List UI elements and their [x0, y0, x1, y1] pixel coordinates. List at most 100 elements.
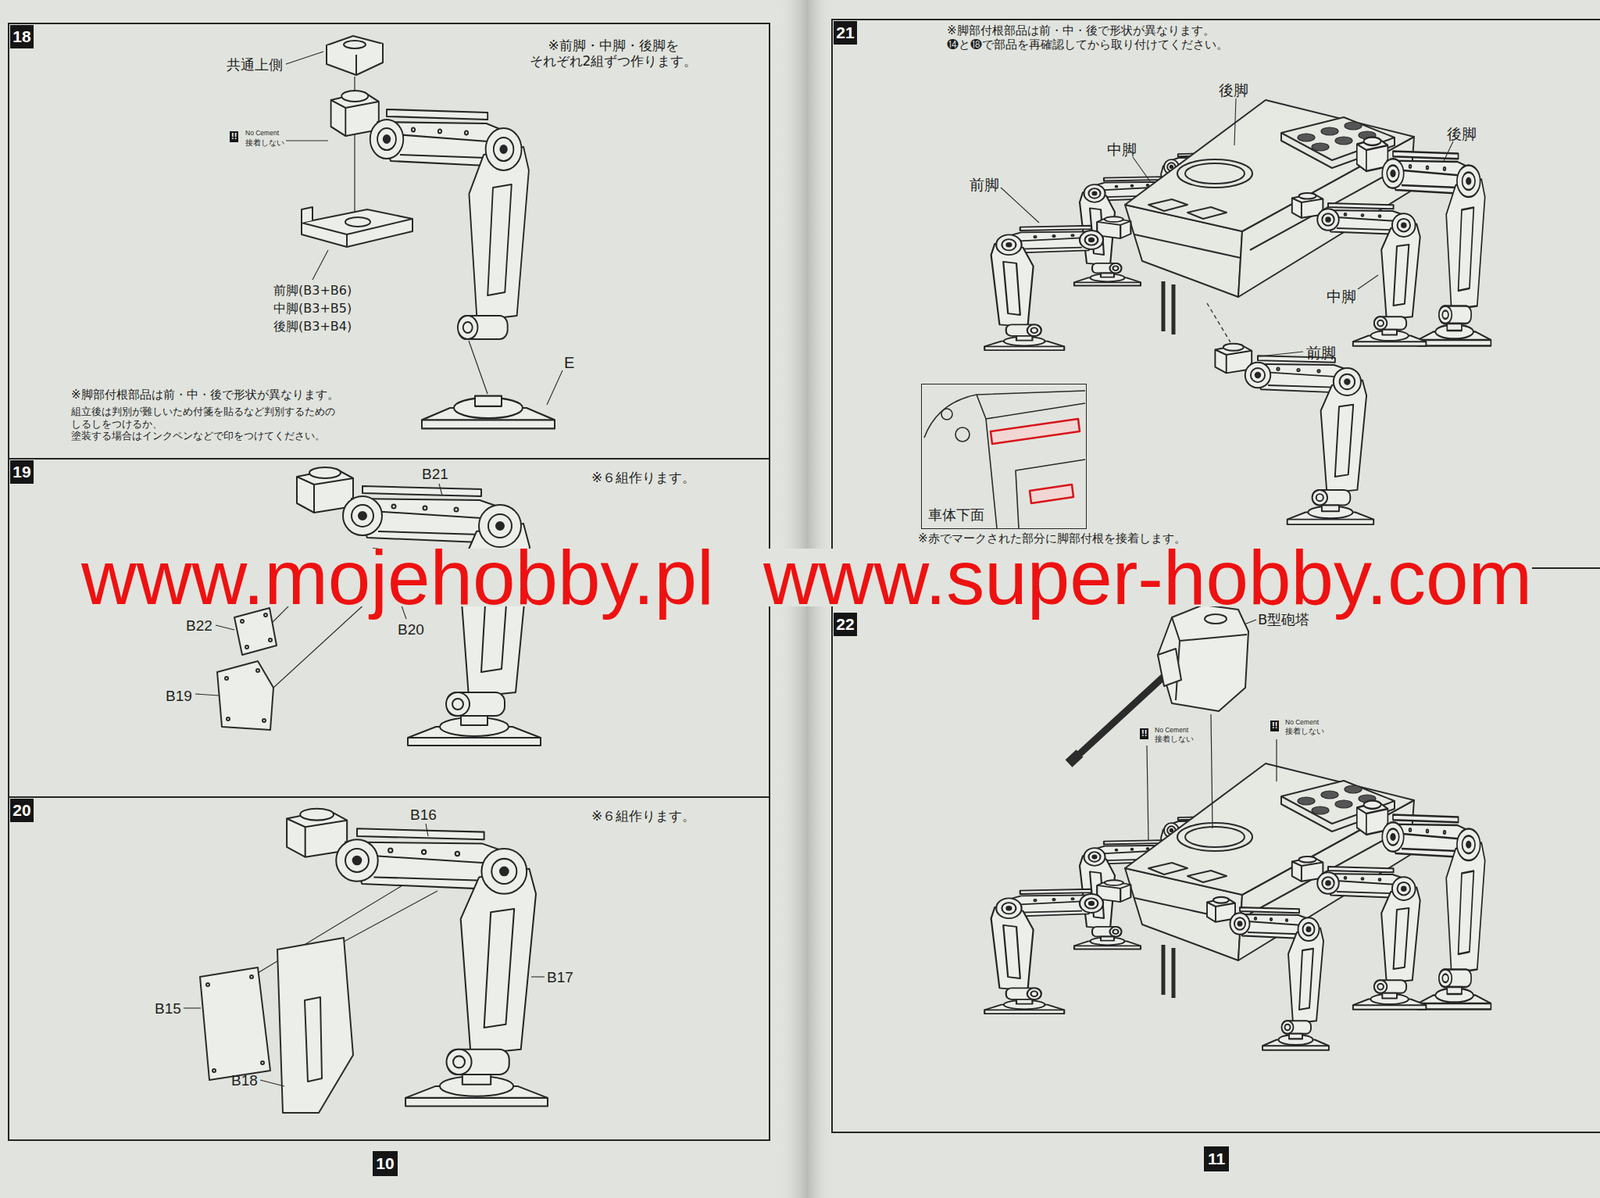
step-panel: 22	[831, 567, 1600, 1133]
part-label: 中脚	[1326, 287, 1357, 306]
warning-text: 接着しない	[245, 138, 285, 147]
leader-line	[215, 625, 235, 630]
step19-drawing	[240, 619, 244, 623]
glue-mark	[990, 418, 1080, 444]
step18-drawing	[301, 209, 413, 235]
step22-drawing	[984, 763, 1491, 1014]
part-number: B20	[397, 621, 425, 640]
note: ※脚部付根部品は前・中・後で形状が異なります。	[71, 387, 340, 402]
step18-drawing	[421, 396, 555, 429]
step22-drawing	[1262, 1033, 1329, 1050]
guide-line	[1275, 739, 1277, 782]
warning-text: 接着しない	[1154, 734, 1194, 743]
leader-line	[195, 693, 219, 696]
step20-drawing	[206, 982, 210, 986]
warning-icon: !!	[1270, 720, 1279, 732]
step-panel: 19	[7, 457, 771, 798]
part-label: 前脚	[1306, 343, 1336, 362]
step19-drawing	[226, 717, 230, 721]
step19-drawing	[264, 613, 268, 617]
part-label: 中脚	[1107, 140, 1137, 159]
leader-line	[1000, 187, 1040, 223]
step19-drawing	[262, 718, 266, 722]
warning-icon: !!	[229, 131, 239, 143]
step-panel: 20	[7, 796, 771, 1141]
step21-drawing	[984, 100, 1491, 350]
step22-drawing	[1204, 614, 1227, 624]
part-label: B型砲塔	[1257, 610, 1310, 629]
step21-drawing	[1287, 504, 1375, 525]
guide-line	[1210, 714, 1213, 829]
page-number-box: 10	[372, 1150, 398, 1176]
step19-drawing	[268, 638, 272, 642]
step18-drawing	[345, 217, 371, 227]
page-number-box: 11	[1203, 1146, 1229, 1172]
glue-mark	[1029, 484, 1074, 504]
step22-drawing	[1068, 753, 1080, 764]
step-number: 22	[833, 612, 858, 636]
underside-detail	[941, 408, 953, 420]
step20-drawing	[343, 890, 438, 942]
step19-drawing	[256, 668, 260, 672]
step-number: 18	[10, 25, 34, 49]
inset-caption: 車体下面	[928, 506, 985, 524]
part-number: B21	[421, 465, 449, 484]
part-label: 後脚(B3+B4)	[273, 318, 352, 334]
leader-line	[312, 250, 329, 280]
part-number: E	[564, 353, 575, 372]
step-number: 20	[10, 798, 34, 822]
step20-drawing	[405, 1074, 548, 1107]
step20-drawing	[212, 1068, 216, 1072]
note: ※前脚・中脚・後脚を それぞれ2組ずつ作ります。	[515, 37, 711, 70]
step-number: 19	[10, 460, 34, 484]
step21-drawing	[924, 98, 1491, 529]
part-label: 前脚(B3+B6)	[273, 282, 352, 298]
underside-detail	[1015, 459, 1086, 529]
step22-drawing	[1073, 670, 1171, 760]
step19-drawing	[407, 715, 541, 746]
step18-drawing	[301, 207, 313, 223]
note: 組立後は判別が難しいため付箋を貼るなど判別するための しるしをつけるか、塗装する…	[71, 405, 415, 443]
leader-line	[439, 483, 443, 496]
step18-drawing	[468, 340, 488, 394]
part-label: 共通上側	[226, 56, 283, 74]
warning-icon: !!	[1139, 728, 1149, 740]
watermark: www.super-hobby.com	[763, 548, 1533, 607]
step19-drawing	[273, 601, 368, 688]
leader-line	[1357, 275, 1379, 290]
part-label: 後脚	[1446, 125, 1477, 143]
step20-drawing	[200, 967, 271, 1080]
step18-drawing	[285, 35, 563, 429]
leader-line	[285, 51, 563, 405]
step20-drawing	[260, 1060, 265, 1065]
step20-drawing	[304, 996, 322, 1082]
leader-line	[1259, 351, 1304, 357]
underside-detail	[976, 394, 1086, 419]
step18-drawing	[343, 40, 366, 49]
leader-line	[183, 1007, 201, 1008]
part-number: B16	[410, 806, 437, 825]
part-number: B17	[546, 968, 574, 987]
step19-drawing	[195, 467, 541, 746]
warning-text: 接着しない	[1285, 726, 1325, 736]
leader-line	[425, 823, 429, 836]
step18-drawing	[331, 90, 529, 340]
note: ※脚部付根部品は前・中・後で形状が異なります。 ⓮と⓲で部品を再確認してから取り…	[946, 23, 1244, 52]
step21-drawing	[1207, 303, 1231, 343]
page-number: 10	[375, 1153, 394, 1173]
leader-line	[260, 1079, 285, 1086]
step19-drawing	[225, 676, 229, 680]
leader-line	[1234, 98, 1236, 146]
leader-line	[546, 370, 563, 405]
part-number: B18	[231, 1071, 258, 1090]
step19-drawing	[234, 607, 277, 655]
leader-line	[531, 975, 545, 977]
underside-detail	[955, 427, 970, 442]
warning-text: No Cement	[245, 128, 279, 137]
leader-line	[285, 139, 329, 141]
step-panel: 21車体下面	[831, 18, 1600, 569]
inset-box: 車体下面	[921, 383, 1087, 529]
warning-text: No Cement	[1154, 725, 1189, 734]
